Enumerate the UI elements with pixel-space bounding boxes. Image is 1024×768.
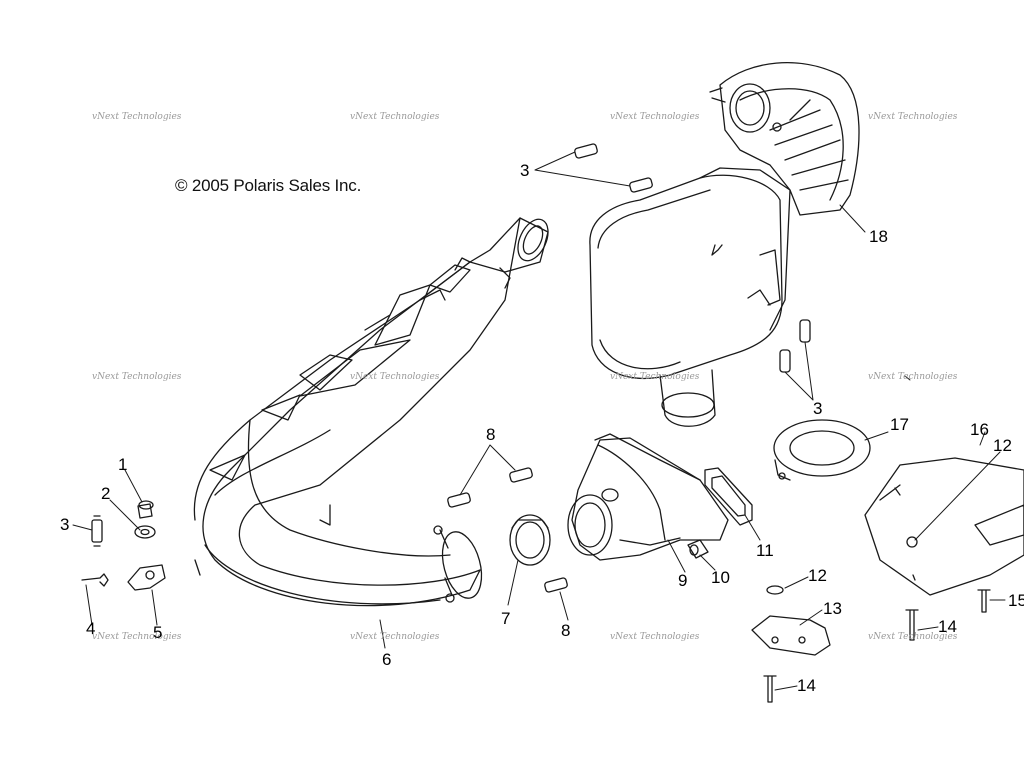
callout-12: 12 xyxy=(808,566,827,585)
callout-17: 17 xyxy=(890,415,909,434)
callout-4: 4 xyxy=(86,619,96,638)
muffler xyxy=(589,62,860,427)
mounting-bracket xyxy=(751,615,831,656)
callout-2: 2 xyxy=(101,484,111,503)
leader-lines xyxy=(72,151,1006,691)
callout-11: 11 xyxy=(756,541,774,560)
fitting xyxy=(687,539,709,559)
heat-shield-plate xyxy=(864,457,1024,596)
callout-15: 15 xyxy=(1008,591,1024,610)
exhaust-manifold xyxy=(567,433,729,561)
callout-5: 5 xyxy=(153,623,163,642)
callout-8: 8 xyxy=(486,425,496,444)
grommet xyxy=(773,419,871,481)
expansion-chamber-pipe xyxy=(193,217,549,607)
callout-12: 12 xyxy=(993,436,1012,455)
callout-8: 8 xyxy=(561,621,571,640)
coupler-ring xyxy=(509,514,551,566)
callout-14: 14 xyxy=(938,617,957,636)
callout-13: 13 xyxy=(823,599,842,618)
callout-7: 7 xyxy=(501,609,511,628)
callout-1: 1 xyxy=(118,455,128,474)
callout-3: 3 xyxy=(813,399,823,418)
copyright-notice: © 2005 Polaris Sales Inc. xyxy=(175,176,362,195)
callout-14: 14 xyxy=(797,676,816,695)
callout-9: 9 xyxy=(678,571,688,590)
callout-16: 16 xyxy=(970,420,989,439)
callout-3: 3 xyxy=(60,515,70,534)
callout-3: 3 xyxy=(520,161,530,180)
hardware xyxy=(81,143,991,703)
callout-6: 6 xyxy=(382,650,392,669)
callout-10: 10 xyxy=(711,568,730,587)
callout-18: 18 xyxy=(869,227,888,246)
